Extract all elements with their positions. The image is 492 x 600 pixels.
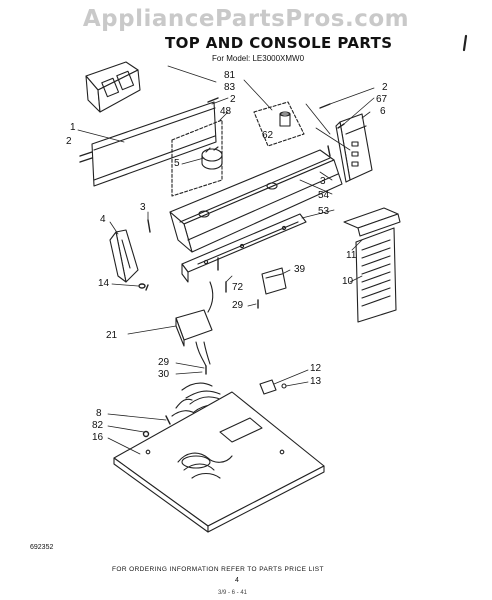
part-switch-62	[279, 111, 291, 127]
callout-54: 54	[318, 190, 330, 201]
part-rail-53	[181, 213, 307, 283]
part-screw-2	[79, 97, 219, 163]
callout-16: 16	[92, 432, 104, 443]
watermark: AppliancePartsPros.com	[82, 6, 410, 32]
callout-6: 6	[380, 106, 386, 117]
part-endcap-4	[109, 229, 139, 283]
reference-number: 692352	[30, 544, 54, 551]
diagram-title: TOP AND CONSOLE PARTS	[165, 34, 393, 52]
part-base-16	[113, 391, 325, 533]
ordering-note: FOR ORDERING INFORMATION REFER TO PARTS …	[112, 566, 324, 573]
callout-82: 82	[92, 420, 104, 431]
callout-11: 11	[346, 250, 357, 261]
part-screw-67	[319, 103, 345, 157]
callout-81: 81	[224, 70, 236, 81]
part-connector-12	[259, 379, 287, 395]
part-panel-11	[343, 207, 401, 237]
part-screw-8-82	[142, 415, 171, 438]
callout-3-left: 3	[140, 202, 146, 213]
callout-67: 67	[376, 94, 388, 105]
callout-29: 29	[232, 300, 244, 311]
part-timer-21	[175, 281, 214, 367]
callout-62: 62	[262, 130, 274, 141]
callout-14: 14	[98, 278, 110, 289]
callout-53: 53	[318, 206, 330, 217]
callout-83: 83	[224, 82, 236, 93]
part-panel-10	[355, 227, 397, 323]
part-switch-39	[261, 267, 287, 295]
part-knob-box-48	[171, 119, 223, 197]
leader-lines	[77, 65, 375, 455]
part-box-62	[253, 101, 305, 147]
callout-4: 4	[100, 214, 106, 225]
model-subtitle: For Model: LE3000XMW0	[212, 54, 305, 63]
print-code: 3/9 - 6 - 41	[218, 590, 248, 596]
part-bracket-83	[85, 61, 141, 113]
callout-2-right: 2	[382, 82, 388, 93]
callout-8: 8	[96, 408, 102, 419]
callout-12: 12	[310, 363, 322, 374]
part-console-54	[169, 149, 343, 253]
part-knob-5	[201, 146, 223, 170]
callout-39: 39	[294, 264, 306, 275]
corner-mark	[462, 34, 468, 52]
callout-1: 1	[70, 122, 76, 133]
callout-5: 5	[174, 158, 180, 169]
page-number: 4	[235, 577, 239, 584]
callout-2-left: 2	[66, 136, 72, 147]
part-control-6	[335, 113, 373, 183]
callout-3: 3	[320, 176, 326, 187]
callout-10: 10	[342, 276, 354, 287]
callout-30: 30	[158, 369, 170, 380]
callout-72: 72	[232, 282, 244, 293]
callout-29-lower: 29	[158, 357, 170, 368]
part-screw-3	[138, 219, 151, 291]
part-screw-72-29	[217, 257, 259, 309]
callout-13: 13	[310, 376, 322, 387]
callout-21: 21	[106, 330, 118, 341]
part-rear-panel-1	[91, 101, 217, 187]
callout-48: 48	[220, 106, 232, 117]
callout-2: 2	[230, 94, 236, 105]
